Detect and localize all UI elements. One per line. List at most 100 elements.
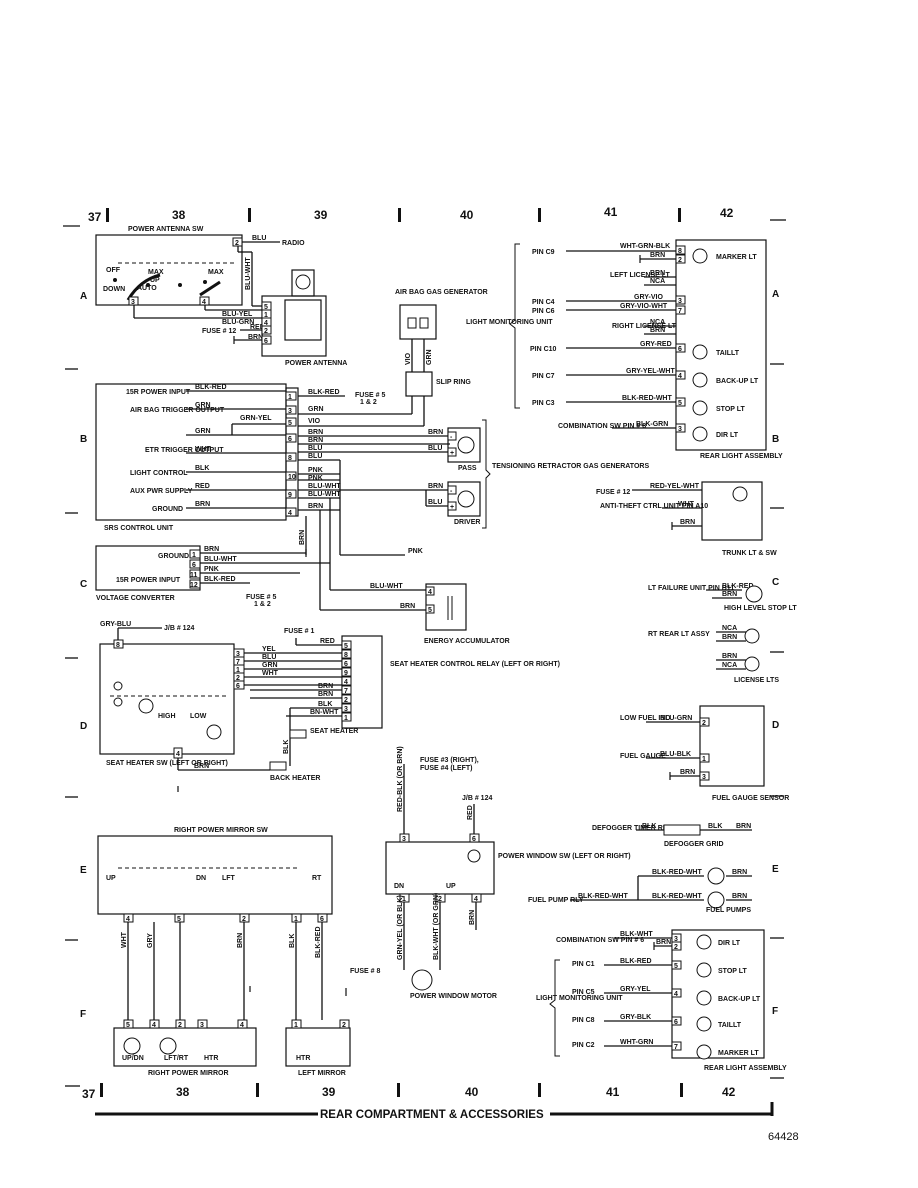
svg-text:BLK: BLK (318, 701, 332, 708)
svg-text:BLK-RED-WHT: BLK-RED-WHT (578, 893, 628, 900)
svg-text:5: 5 (264, 304, 268, 311)
svg-text:BLK-RED: BLK-RED (315, 927, 322, 959)
svg-text:1 & 2: 1 & 2 (254, 601, 271, 608)
svg-text:LFT/RT: LFT/RT (164, 1055, 189, 1062)
svg-text:J/B # 124: J/B # 124 (164, 625, 194, 632)
svg-text:FUEL PUMP RLY: FUEL PUMP RLY (528, 897, 584, 904)
svg-text:DIR LT: DIR LT (716, 432, 739, 439)
svg-text:BLU: BLU (428, 445, 442, 452)
svg-text:6: 6 (674, 1019, 678, 1026)
svg-text:OFF: OFF (106, 267, 121, 274)
svg-text:HTR: HTR (296, 1055, 310, 1062)
svg-text:LFT: LFT (222, 875, 236, 882)
svg-text:HIGH LEVEL STOP LT: HIGH LEVEL STOP LT (724, 605, 797, 612)
svg-text:BLU-YEL: BLU-YEL (222, 311, 253, 318)
row-label-f-right: F (772, 1006, 778, 1017)
svg-text:5: 5 (288, 420, 292, 427)
svg-text:MAX: MAX (148, 269, 164, 276)
power-antenna-switch: POWER ANTENNA SW 2 OFF DOWN MAX UP AUTO … (95, 226, 305, 344)
svg-text:2: 2 (178, 1022, 182, 1029)
svg-text:STOP LT: STOP LT (716, 406, 746, 413)
svg-text:2: 2 (344, 697, 348, 704)
svg-text:3: 3 (200, 1022, 204, 1029)
svg-text:BRN: BRN (650, 252, 665, 259)
svg-text:RED: RED (250, 324, 265, 331)
svg-text:2: 2 (674, 944, 678, 951)
svg-text:7: 7 (678, 308, 682, 315)
svg-text:GRN: GRN (308, 406, 324, 413)
svg-text:7: 7 (236, 659, 240, 666)
svg-text:PIN C4: PIN C4 (532, 299, 555, 306)
svg-text:1: 1 (702, 756, 706, 763)
svg-text:1: 1 (264, 312, 268, 319)
svg-text:FUEL PUMPS: FUEL PUMPS (706, 907, 751, 914)
svg-text:TRUNK LT & SW: TRUNK LT & SW (722, 550, 777, 557)
row-label-e-right: E (772, 864, 779, 875)
title-bar: REAR COMPARTMENT & ACCESSORIES 64428 (95, 1102, 799, 1143)
svg-text:RED-YEL-WHT: RED-YEL-WHT (650, 483, 700, 490)
svg-text:15R POWER INPUT: 15R POWER INPUT (126, 389, 191, 396)
svg-text:6: 6 (192, 562, 196, 569)
svg-text:BN-WHT: BN-WHT (310, 709, 339, 716)
svg-text:1: 1 (294, 916, 298, 923)
row-label-d-left: D (80, 721, 87, 732)
svg-text:GRY: GRY (147, 933, 154, 948)
svg-text:BRN: BRN (656, 939, 671, 946)
svg-text:BRN: BRN (732, 893, 747, 900)
svg-text:BRN: BRN (194, 763, 209, 770)
svg-text:BLU: BLU (252, 235, 266, 242)
svg-text:RIGHT POWER MIRROR SW: RIGHT POWER MIRROR SW (174, 827, 268, 834)
slip-ring-label: SLIP RING (436, 379, 471, 386)
svg-text:BLK-RED: BLK-RED (308, 389, 340, 396)
svg-text:UP: UP (150, 277, 160, 284)
svg-text:PIN C2: PIN C2 (572, 1042, 595, 1049)
power-antenna-label: POWER ANTENNA (285, 360, 347, 367)
svg-text:GRN-YEL: GRN-YEL (240, 415, 272, 422)
energy-accumulator: PNK BLU-WHT BRN 4 5 ENERGY ACCUMULATOR (319, 460, 510, 645)
svg-text:5: 5 (678, 400, 682, 407)
svg-text:BRN: BRN (736, 823, 751, 830)
svg-text:GROUND: GROUND (152, 506, 183, 513)
row-label-c-left: C (80, 579, 87, 590)
svg-text:BACK-UP LT: BACK-UP LT (716, 378, 759, 385)
svg-text:3: 3 (131, 299, 135, 306)
svg-text:BRN: BRN (299, 530, 306, 545)
svg-text:8: 8 (678, 248, 682, 255)
svg-text:BLU-GRN: BLU-GRN (222, 319, 254, 326)
svg-text:GRN-YEL (OR BLK): GRN-YEL (OR BLK) (397, 895, 404, 960)
svg-text:2: 2 (264, 328, 268, 335)
svg-text:FUEL GAUGE: FUEL GAUGE (620, 753, 666, 760)
svg-text:UP: UP (446, 883, 456, 890)
svg-text:BLU: BLU (308, 453, 322, 460)
svg-text:2: 2 (438, 896, 442, 903)
svg-text:LIGHT CONTROL: LIGHT CONTROL (130, 470, 188, 477)
svg-text:4: 4 (240, 1022, 244, 1029)
svg-text:DEFOGGER TIMER RLY: DEFOGGER TIMER RLY (592, 825, 671, 832)
svg-text:BRN: BRN (318, 683, 333, 690)
svg-text:ANTI-THEFT CTRL UNIT PIN A10: ANTI-THEFT CTRL UNIT PIN A10 (600, 503, 708, 510)
svg-text:BRN: BRN (469, 910, 476, 925)
voltage-converter-label: VOLTAGE CONVERTER (96, 595, 175, 602)
svg-text:BRN: BRN (722, 634, 737, 641)
svg-text:6: 6 (472, 836, 476, 843)
svg-text:FUSE # 5: FUSE # 5 (246, 594, 276, 601)
license-lights: RT REAR LT ASSY NCA BRN BRN NCA LICENSE … (648, 625, 779, 684)
rear-light-assembly-label-top: REAR LIGHT ASSEMBLY (700, 453, 783, 460)
svg-text:BLK-RED-WHT: BLK-RED-WHT (652, 869, 702, 876)
svg-text:GRN: GRN (426, 349, 433, 365)
svg-text:PIN C3: PIN C3 (532, 400, 555, 407)
right-power-mirror-switch: RIGHT POWER MIRROR SW UP DN LFT RT 4 5 2… (97, 827, 380, 1020)
svg-text:PIN C7: PIN C7 (532, 373, 555, 380)
svg-text:2: 2 (342, 1022, 346, 1029)
svg-text:RED: RED (320, 638, 335, 645)
row-label-c-right: C (772, 577, 779, 588)
svg-text:SEAT HEATER CONTROL RELAY (LEF: SEAT HEATER CONTROL RELAY (LEFT OR RIGHT… (390, 661, 560, 668)
svg-text:PIN C8: PIN C8 (572, 1017, 595, 1024)
svg-text:LEFT MIRROR: LEFT MIRROR (298, 1070, 346, 1077)
svg-text:PIN C5: PIN C5 (572, 989, 595, 996)
svg-text:BLK-WHT (OR GRN): BLK-WHT (OR GRN) (433, 893, 440, 960)
svg-text:4: 4 (288, 510, 292, 517)
svg-text:BRN: BRN (428, 429, 443, 436)
svg-text:GRN: GRN (195, 402, 211, 409)
row-label-d-right: D (772, 720, 779, 731)
